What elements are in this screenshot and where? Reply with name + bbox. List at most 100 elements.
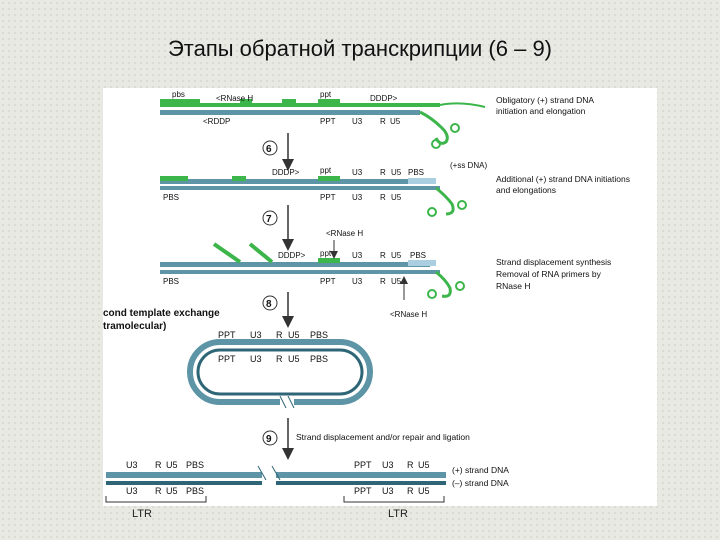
row2-strands — [160, 176, 467, 217]
step-6: 6 — [262, 133, 294, 171]
final-gap — [262, 468, 276, 488]
row2-green-segment — [318, 176, 340, 181]
row1-label-rddp: <RDDP — [203, 117, 230, 126]
row2-label-U3-bottom: U3 — [352, 193, 363, 202]
circle-outer-PBS: PBS — [310, 330, 328, 340]
row1-label-R: R — [380, 117, 386, 126]
final-top-right-U5: U5 — [418, 460, 430, 470]
final-bottom-right-U3: U3 — [382, 486, 394, 496]
row3-label-R-bottom: R — [380, 277, 386, 286]
final-bottom-right-PPT: PPT — [354, 486, 372, 496]
circular-intermediate — [187, 339, 373, 409]
row3-label-U5-bottom: U5 — [391, 277, 402, 286]
row1-green-segment — [282, 99, 296, 107]
row3-label-ppt: ppt — [320, 249, 332, 258]
row3-green-segment — [318, 258, 340, 263]
row2-label-U5-bottom: U5 — [391, 193, 402, 202]
row3-dna-strand — [160, 262, 430, 267]
row3-label-PBS-bottom: PBS — [163, 277, 179, 286]
final-bottom-right-R: R — [407, 486, 414, 496]
row3-loop — [435, 270, 452, 298]
row1-description: Obligatory (+) strand DNA — [496, 95, 594, 105]
circle-outer-U3: U3 — [250, 330, 262, 340]
row2-dna-strand — [160, 179, 430, 184]
row1-loop-end — [450, 123, 460, 133]
row3-label-R: R — [380, 251, 386, 260]
row2-label-U3: U3 — [352, 168, 363, 177]
row1-rna-strand — [160, 103, 440, 107]
circle-gap — [280, 396, 294, 408]
row3-label-rnase: <RNase H — [326, 229, 363, 238]
row3-label-U5: U5 — [391, 251, 402, 260]
final-gap-mark — [271, 465, 281, 481]
final-top-left-PBS: PBS — [186, 460, 204, 470]
row3-label-U3-bottom: U3 — [352, 277, 363, 286]
step-7: 7 — [262, 205, 294, 251]
row1-labels: pbs <RNase H ppt DDDP> <RDDP PPT U3 R U5… — [172, 90, 594, 126]
step-7-badge — [262, 210, 278, 226]
row3-loop-end — [427, 289, 437, 299]
row1-strands — [160, 99, 486, 149]
row3-label-PBS: PBS — [410, 251, 426, 260]
row3-description: RNase H — [496, 281, 530, 291]
circle-inner-R: R — [276, 354, 283, 364]
row2-label-PBS: PBS — [408, 168, 424, 177]
circle-inner-strand — [196, 348, 364, 396]
step-8-heading: cond template exchange — [103, 308, 220, 319]
row3-dna-strand — [160, 270, 440, 274]
row1-label-pbs: pbs — [172, 90, 185, 99]
row3-light-segment — [408, 260, 436, 266]
row2-green-segment — [232, 176, 246, 181]
row1-green-segment — [160, 99, 200, 107]
step-8-heading: tramolecular) — [103, 321, 166, 332]
step-8-number: 8 — [266, 299, 272, 310]
row2-dna-strand — [160, 186, 440, 190]
row2-label-PPT: PPT — [320, 193, 336, 202]
final-dna — [105, 465, 446, 503]
row2-description: and elongations — [496, 185, 556, 195]
row1-green-segment — [318, 99, 340, 107]
row2-label-dddp: DDDP> — [272, 168, 300, 177]
circle-outer-R: R — [276, 330, 283, 340]
slide-title: Этапы обратной транскрипции (6 – 9) — [167, 36, 553, 61]
circle-gap-mark — [279, 395, 287, 409]
row1-tail — [439, 102, 486, 108]
final-bottom-right-U5: U5 — [418, 486, 430, 496]
step-7-number: 7 — [266, 214, 272, 225]
row1-label-U5: U5 — [390, 117, 401, 126]
step-6-badge — [262, 140, 278, 156]
final-top-right-R: R — [407, 460, 414, 470]
row2-label-ppt: ppt — [320, 166, 332, 175]
circle-inner-U3: U3 — [250, 354, 262, 364]
row3-strands — [160, 240, 465, 300]
row1-loop — [419, 110, 449, 145]
row3-label-dddp: DDDP> — [278, 251, 306, 260]
ltr-label-right: LTR — [388, 508, 408, 520]
row2-light-segment — [408, 178, 436, 184]
step-8-badge — [262, 295, 278, 311]
final-top-right-PPT: PPT — [354, 460, 372, 470]
circle-outer-U5: U5 — [288, 330, 300, 340]
final-bottom-left-U3: U3 — [126, 486, 138, 496]
final-top-right-U3: U3 — [382, 460, 394, 470]
row2-label-PBS-bottom: PBS — [163, 193, 179, 202]
row1-label-rnase: <RNase H — [216, 94, 253, 103]
final-top-left-U5: U5 — [166, 460, 178, 470]
step-9-number: 9 — [266, 434, 272, 445]
step-6-number: 6 — [266, 144, 272, 155]
row3-description: Removal of RNA primers by — [496, 269, 602, 279]
row1-label-dddp: DDDP> — [370, 94, 398, 103]
row3-label-U3: U3 — [352, 251, 363, 260]
row2-loop-end — [457, 200, 467, 210]
row2-description: Additional (+) strand DNA initiations — [496, 174, 630, 184]
row2-loop — [435, 186, 455, 216]
final-labels: U3 R U5 PBS PPT U3 R U5 U3 R U5 PBS PPT … — [126, 460, 509, 520]
row1-label-U3: U3 — [352, 117, 363, 126]
final-bottom-left-PBS: PBS — [186, 486, 204, 496]
final-top-left-U3: U3 — [126, 460, 138, 470]
step-9-badge — [262, 430, 278, 446]
circle-inner-PPT: PPT — [218, 354, 236, 364]
minus-strand-label: (–) strand DNA — [452, 478, 509, 488]
row2-label-U5: U5 — [391, 168, 402, 177]
